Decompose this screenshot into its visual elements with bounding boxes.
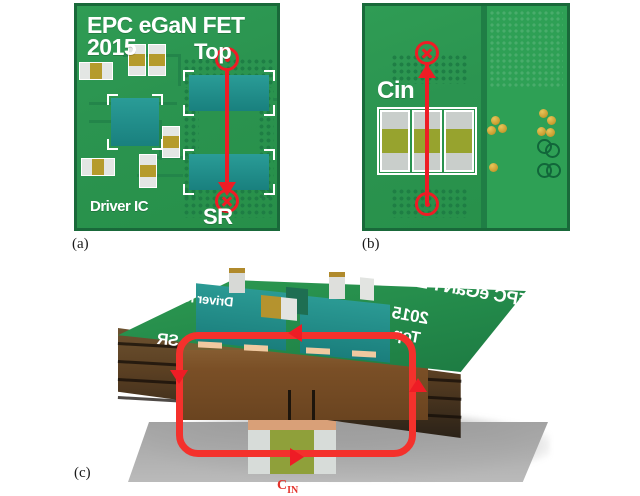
- smd-top-1: [229, 268, 245, 293]
- top-fet-die: [189, 75, 269, 111]
- sr-fet-outline: [183, 149, 275, 195]
- loop-arrow-left: [288, 324, 302, 342]
- cin-3d-top-face: [248, 418, 336, 430]
- via-sr-marker-cross: [215, 189, 239, 213]
- driver-ic-die: [111, 98, 159, 146]
- gold-pad-b8: [546, 128, 555, 137]
- passive-a2: [128, 44, 146, 76]
- panel-a-top-side-pcb: EPC eGaN FET 2015 Top SR Driver IC: [74, 3, 280, 231]
- via-b-top-marker-cross: [415, 41, 439, 65]
- gold-pad-b4: [489, 163, 498, 172]
- caption-a: (a): [72, 236, 89, 252]
- silk-brand-line1: EPC eGaN FET: [87, 12, 245, 38]
- smd-top-3: [261, 294, 281, 320]
- trace-a5: [159, 120, 162, 160]
- label-cin-3d: CIN: [277, 478, 298, 496]
- gold-pad-b3: [487, 126, 496, 135]
- current-arrow-b-up: [418, 64, 436, 78]
- passive-a4: [162, 126, 180, 158]
- board-split-line: [481, 6, 487, 228]
- smd-top-4: [281, 297, 297, 321]
- trace-a7: [137, 174, 183, 177]
- passive-a5: [139, 154, 157, 188]
- cin-cap-r1c1: [380, 110, 410, 172]
- panel-c-3d-loop-view: Driver IC SR Top 2015 EPC eGaN FET CIN: [0, 250, 640, 496]
- gold-pad-b7: [537, 127, 546, 136]
- silk-label-driver-ic: Driver IC: [90, 198, 149, 215]
- ring-pad-b4: [546, 163, 561, 178]
- loop-arrow-down: [170, 370, 188, 384]
- gold-pad-b1: [491, 116, 500, 125]
- caption-c: (c): [74, 465, 91, 481]
- caption-b: (b): [362, 236, 380, 252]
- gold-pad-b5: [539, 109, 548, 118]
- via-b-bottom-marker-dot: [415, 192, 439, 216]
- gold-pad-b2: [498, 124, 507, 133]
- silk-label-cin: Cin: [377, 77, 415, 104]
- smd-top-5: [360, 277, 374, 301]
- current-path-b: [425, 64, 429, 204]
- trace-a2: [178, 54, 181, 86]
- top-fet-outline: [183, 70, 275, 116]
- label-cin-main: C: [277, 478, 288, 493]
- silk-label-top: Top: [194, 39, 232, 64]
- label-cin-subscript: IN: [287, 484, 299, 496]
- panel-b-bottom-side-pcb: Cin: [362, 3, 570, 231]
- current-path-a: [225, 68, 229, 190]
- passive-a6: [81, 158, 115, 176]
- trace-a8: [273, 98, 277, 101]
- cin-cap-r1c3: [444, 110, 474, 172]
- silk-label-sr: SR: [203, 204, 233, 229]
- gold-pad-b6: [547, 116, 556, 125]
- power-loop-outline: [176, 332, 416, 457]
- passive-a1: [79, 62, 113, 80]
- silk-brand-line2: 2015: [87, 34, 137, 60]
- smd-top-2: [329, 272, 345, 299]
- cin-via-right: [312, 390, 315, 420]
- cin-via-left: [288, 390, 291, 420]
- loop-arrow-up: [409, 378, 427, 392]
- right-pour-texture: [489, 10, 563, 88]
- ring-pad-b2: [545, 143, 560, 158]
- passive-a3: [148, 44, 166, 76]
- via-top-marker-dot: [215, 47, 239, 71]
- loop-arrow-right: [290, 448, 304, 466]
